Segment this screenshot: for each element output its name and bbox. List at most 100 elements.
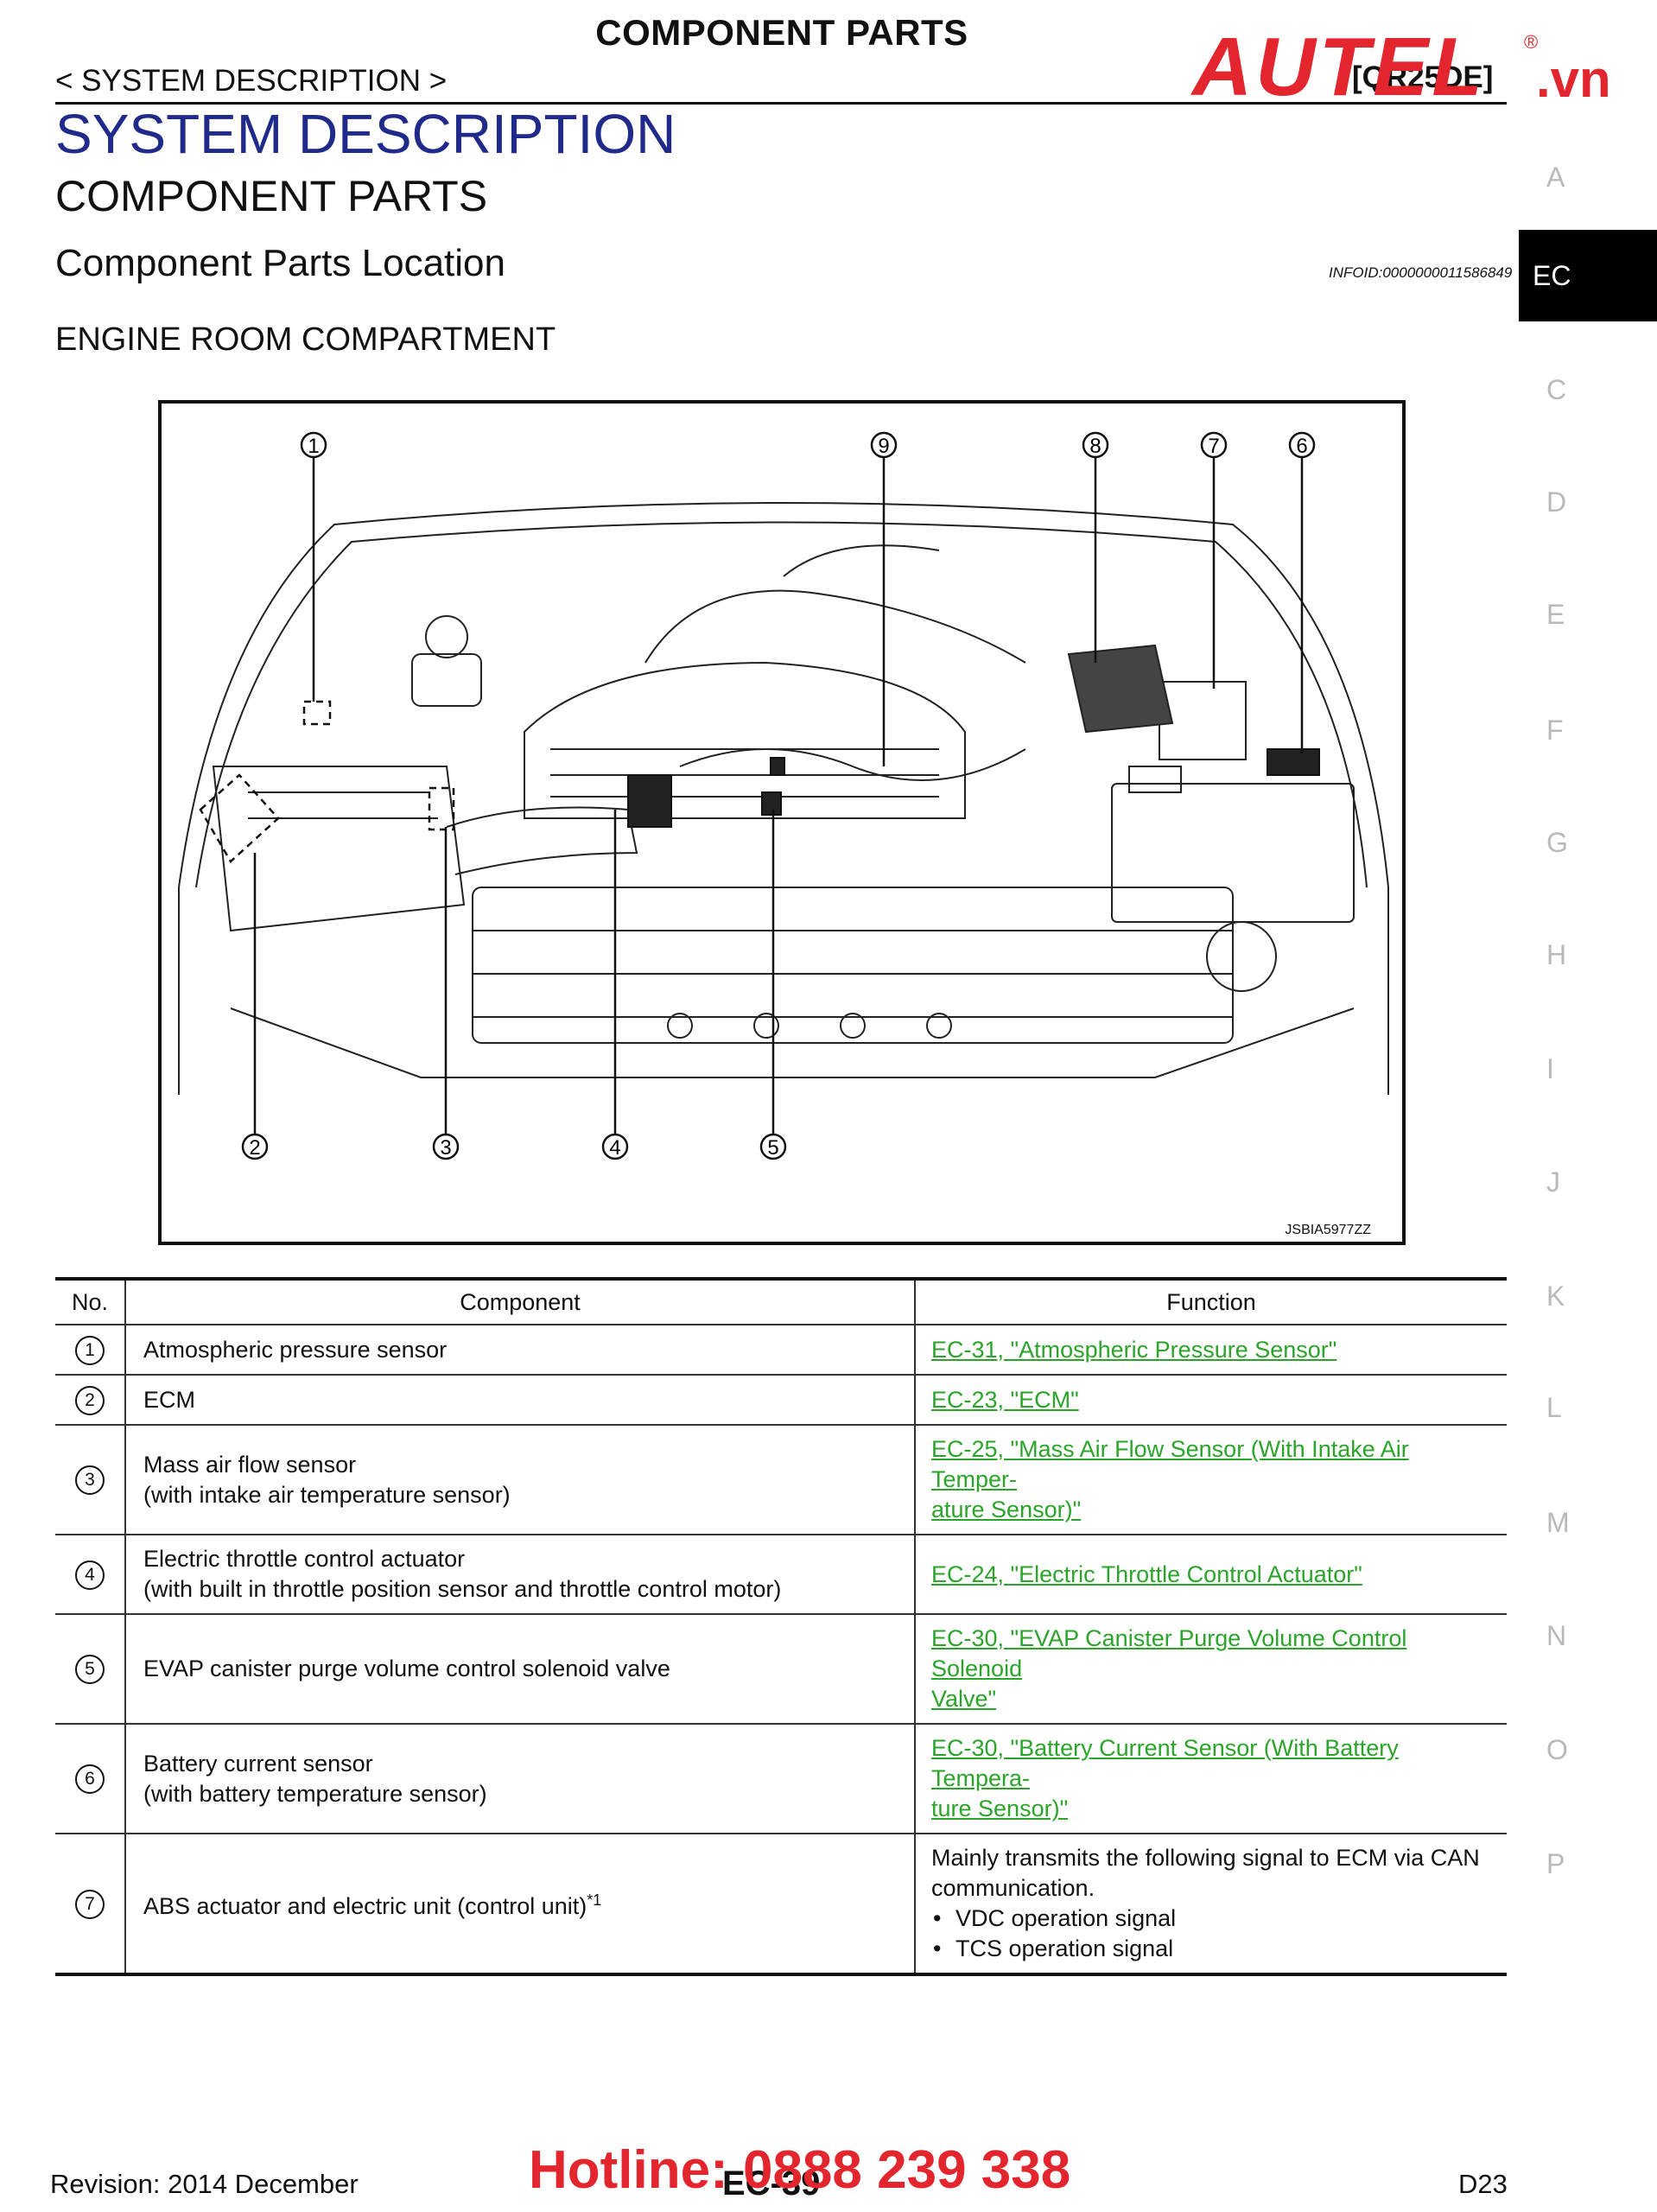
tab-a[interactable]: A <box>1546 162 1565 193</box>
engine-room-illustration: 1 2 3 4 5 6 7 8 9 <box>178 431 1389 1160</box>
table-header-row: No. Component Function <box>55 1279 1507 1325</box>
tab-o[interactable]: O <box>1546 1734 1568 1765</box>
tab-ec[interactable]: EC <box>1519 230 1657 321</box>
tab-p[interactable]: P <box>1546 1848 1565 1879</box>
component-name: Mass air flow sensor(with intake air tem… <box>125 1425 916 1535</box>
hotline-banner[interactable]: Hotline: 0888 239 338 <box>529 2140 1071 2200</box>
function-link[interactable]: EC-31, "Atmospheric Pressure Sensor" <box>931 1336 1337 1363</box>
callout-8-circle <box>1082 431 1109 459</box>
callout-6-label: 6 <box>1296 435 1307 458</box>
function-text-cont: communication. <box>931 1875 1095 1901</box>
tab-l[interactable]: L <box>1546 1392 1562 1423</box>
component-name: Atmospheric pressure sensor <box>125 1325 916 1376</box>
page-number: EC-39 <box>722 2164 821 2202</box>
table-row: 4 Electric throttle control actuator(wit… <box>55 1535 1507 1615</box>
callout-9-label: 9 <box>878 435 889 458</box>
callout-3-label: 3 <box>440 1136 451 1160</box>
info-id: INFOID:0000000011586849 <box>1329 264 1513 281</box>
function-cell: Mainly transmits the following signal to… <box>915 1834 1507 1976</box>
topic-title: Component Parts Location <box>55 242 505 284</box>
callout-4-circle <box>601 1133 629 1160</box>
tab-m[interactable]: M <box>1546 1507 1570 1538</box>
function-cell: EC-30, "Battery Current Sensor (With Bat… <box>915 1724 1507 1834</box>
component-name: ABS actuator and electric unit (control … <box>125 1834 916 1976</box>
callout-3-circle <box>432 1133 460 1160</box>
callout-5-circle <box>759 1133 787 1160</box>
area-heading: ENGINE ROOM COMPARTMENT <box>55 321 556 358</box>
function-link[interactable]: EC-23, "ECM" <box>931 1386 1079 1413</box>
row-number: 4 <box>55 1535 126 1615</box>
function-link-cont[interactable]: ature Sensor)" <box>931 1497 1082 1522</box>
component-name: Electric throttle control actuator(with … <box>125 1535 916 1615</box>
function-link[interactable]: EC-30, "Battery Current Sensor (With Bat… <box>931 1735 1399 1791</box>
header-rule <box>55 102 1507 105</box>
callout-7-circle <box>1200 431 1228 459</box>
tab-c[interactable]: C <box>1546 374 1567 405</box>
table-row: 2 ECM EC-23, "ECM" <box>55 1375 1507 1426</box>
breadcrumb: < SYSTEM DESCRIPTION > <box>55 64 448 98</box>
page-header-title: COMPONENT PARTS <box>595 12 968 53</box>
function-link[interactable]: EC-24, "Electric Throttle Control Actuat… <box>931 1560 1362 1587</box>
function-cell: EC-23, "ECM" <box>915 1375 1507 1426</box>
callout-4-label: 4 <box>609 1136 620 1160</box>
figure-code: JSBIA5977ZZ <box>1285 1223 1371 1237</box>
bullet-item: VDC operation signal <box>933 1904 1491 1934</box>
col-header-no: No. <box>55 1279 126 1325</box>
function-link-cont[interactable]: ture Sensor)" <box>931 1796 1069 1821</box>
callout-6-circle <box>1288 431 1316 459</box>
logo-domain: .vn <box>1536 50 1611 108</box>
table-row: 7 ABS actuator and electric unit (contro… <box>55 1834 1507 1976</box>
component-table: No. Component Function 1 Atmospheric pre… <box>55 1277 1507 1976</box>
row-number: 2 <box>55 1375 126 1426</box>
callout-7-label: 7 <box>1208 435 1219 458</box>
bullet-item: TCS operation signal <box>933 1934 1491 1964</box>
row-number: 6 <box>55 1724 126 1834</box>
engine-room-figure: 1 2 3 4 5 6 7 8 9 JSBIA5977ZZ <box>158 400 1406 1245</box>
logo-registered-mark: ® <box>1524 31 1539 53</box>
component-name: EVAP canister purge volume control solen… <box>125 1614 916 1725</box>
footnote-marker: *1 <box>587 1891 602 1909</box>
tab-d[interactable]: D <box>1546 486 1567 518</box>
table-row: 6 Battery current sensor(with battery te… <box>55 1724 1507 1834</box>
col-header-component: Component <box>125 1279 916 1325</box>
component-name: Battery current sensor(with battery temp… <box>125 1724 916 1834</box>
table-row: 3 Mass air flow sensor(with intake air t… <box>55 1425 1507 1535</box>
row-number: 1 <box>55 1325 126 1376</box>
callout-1-circle <box>300 431 327 459</box>
function-cell: EC-30, "EVAP Canister Purge Volume Contr… <box>915 1614 1507 1725</box>
callout-9-circle <box>870 431 898 459</box>
section-title: SYSTEM DESCRIPTION <box>55 103 676 165</box>
revision-date: Revision: 2014 December <box>50 2169 359 2199</box>
callout-2-circle <box>241 1133 269 1160</box>
function-cell: EC-25, "Mass Air Flow Sensor (With Intak… <box>915 1425 1507 1535</box>
model-code-footer: D23 <box>1458 2169 1508 2199</box>
logo-brand: AUTEL <box>1192 21 1486 113</box>
tab-i[interactable]: I <box>1546 1053 1554 1084</box>
tab-n[interactable]: N <box>1546 1620 1567 1651</box>
tab-h[interactable]: H <box>1546 939 1567 970</box>
callout-8-label: 8 <box>1089 435 1101 458</box>
callout-5-label: 5 <box>767 1136 778 1160</box>
table-row: 5 EVAP canister purge volume control sol… <box>55 1614 1507 1725</box>
model-code: [QR25DE] <box>1352 60 1494 94</box>
row-number: 7 <box>55 1834 126 1976</box>
callout-1-label: 1 <box>308 435 319 458</box>
tab-k[interactable]: K <box>1546 1281 1565 1312</box>
autel-logo: AUTEL ® .vn <box>1192 24 1624 111</box>
function-link[interactable]: EC-30, "EVAP Canister Purge Volume Contr… <box>931 1625 1407 1681</box>
col-header-function: Function <box>915 1279 1507 1325</box>
tab-j[interactable]: J <box>1546 1166 1560 1198</box>
callout-2-label: 2 <box>249 1136 260 1160</box>
table-row: 1 Atmospheric pressure sensor EC-31, "At… <box>55 1325 1507 1376</box>
tab-e[interactable]: E <box>1546 599 1565 630</box>
subsection-title: COMPONENT PARTS <box>55 172 488 220</box>
function-text: Mainly transmits the following signal to… <box>931 1845 1480 1871</box>
function-link-cont[interactable]: Valve" <box>931 1686 997 1712</box>
tab-g[interactable]: G <box>1546 827 1568 858</box>
function-cell: EC-31, "Atmospheric Pressure Sensor" <box>915 1325 1507 1376</box>
row-number: 3 <box>55 1425 126 1535</box>
function-cell: EC-24, "Electric Throttle Control Actuat… <box>915 1535 1507 1615</box>
function-link[interactable]: EC-25, "Mass Air Flow Sensor (With Intak… <box>931 1436 1409 1492</box>
row-number: 5 <box>55 1614 126 1725</box>
tab-f[interactable]: F <box>1546 715 1564 746</box>
